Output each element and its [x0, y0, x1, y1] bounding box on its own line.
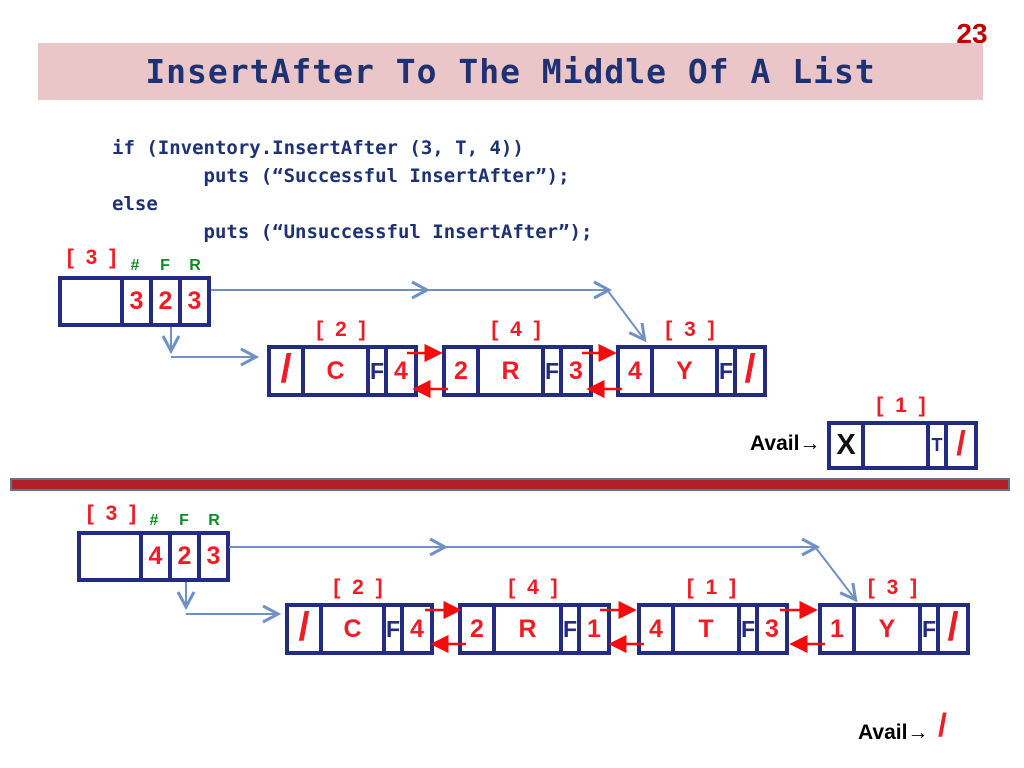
- after-node2-index-label: [ 2 ]: [333, 576, 386, 599]
- after-node2: / C F 4: [285, 603, 434, 655]
- data-cell: Y: [852, 607, 918, 651]
- header-count-cell: 3: [120, 280, 149, 323]
- before-node3: 4 Y F /: [616, 345, 767, 397]
- column-front-label: F: [179, 512, 189, 529]
- next-pointer-cell: 3: [559, 349, 589, 393]
- slide-title: InsertAfter To The Middle Of A List: [145, 52, 876, 91]
- flag-cell: F: [541, 349, 559, 393]
- column-rear-label: R: [189, 257, 201, 274]
- data-cell: C: [301, 349, 366, 393]
- flag-cell: F: [715, 349, 733, 393]
- column-count-label: #: [149, 512, 159, 529]
- flag-cell: F: [559, 607, 577, 651]
- next-pointer-cell: 3: [755, 607, 785, 651]
- before-avail-index-label: [ 1 ]: [876, 394, 929, 417]
- before-avail-node: X T /: [827, 421, 978, 470]
- next-pointer-cell: 4: [384, 349, 414, 393]
- header-count-cell: 4: [139, 535, 168, 578]
- section-divider: [10, 478, 1010, 491]
- before-node3-index-label: [ 3 ]: [665, 318, 718, 341]
- title-banner: InsertAfter To The Middle Of A List: [38, 43, 983, 100]
- header-empty-cell: [62, 280, 120, 323]
- deleted-data-cell: X: [836, 429, 856, 461]
- after-node1: 4 T F 3: [637, 603, 789, 655]
- flag-cell: F: [737, 607, 755, 651]
- back-pointer-cell: 1: [830, 614, 844, 643]
- header-rear-cell: 3: [197, 535, 226, 578]
- before-header-columns: # F R: [120, 257, 210, 275]
- flag-cell: F: [382, 607, 400, 651]
- next-pointer-cell: 1: [577, 607, 607, 651]
- before-header-node: 3 2 3: [58, 276, 211, 327]
- back-pointer-cell: 2: [454, 356, 468, 385]
- data-cell: R: [492, 607, 559, 651]
- after-node3-index-label: [ 3 ]: [867, 576, 921, 599]
- header-front-cell: 2: [149, 280, 178, 323]
- before-avail-label: Avail→: [750, 432, 821, 455]
- code-line: puts (“Unsuccessful InsertAfter”);: [112, 221, 593, 243]
- after-avail-label: Avail→: [858, 721, 929, 744]
- after-header-columns: # F R: [139, 512, 229, 530]
- null-pointer-cell: /: [733, 349, 763, 393]
- before-node2: / C F 4: [267, 345, 418, 397]
- header-empty-cell: [81, 535, 139, 578]
- null-pointer-cell: /: [936, 607, 966, 651]
- back-pointer-cell: 4: [649, 614, 663, 643]
- column-rear-label: R: [208, 512, 220, 529]
- flag-cell: F: [366, 349, 384, 393]
- back-pointer-cell: /: [298, 607, 310, 649]
- column-front-label: F: [160, 257, 170, 274]
- after-header-index-label: [ 3 ]: [86, 502, 140, 525]
- back-pointer-cell: /: [280, 349, 292, 391]
- null-pointer-cell: /: [944, 425, 974, 466]
- data-cell: T: [671, 607, 737, 651]
- after-node4: 2 R F 1: [458, 603, 611, 655]
- empty-cell: [861, 425, 926, 466]
- data-cell: R: [476, 349, 541, 393]
- after-node4-index-label: [ 4 ]: [508, 576, 561, 599]
- flag-cell: F: [918, 607, 936, 651]
- code-line: if (Inventory.InsertAfter (3, T, 4)): [112, 137, 524, 159]
- data-cell: C: [319, 607, 382, 651]
- before-node4-index-label: [ 4 ]: [491, 318, 544, 341]
- header-front-cell: 2: [168, 535, 197, 578]
- next-pointer-cell: 4: [400, 607, 430, 651]
- back-pointer-cell: 2: [470, 614, 484, 643]
- before-node2-index-label: [ 2 ]: [316, 318, 369, 341]
- code-line: puts (“Successful InsertAfter”);: [112, 165, 570, 187]
- flag-cell: T: [926, 425, 944, 466]
- before-header-index-label: [ 3 ]: [66, 246, 120, 269]
- code-block: if (Inventory.InsertAfter (3, T, 4)) put…: [112, 134, 592, 246]
- column-count-label: #: [130, 257, 140, 274]
- before-node4: 2 R F 3: [442, 345, 593, 397]
- header-rear-cell: 3: [178, 280, 207, 323]
- code-line: else: [112, 193, 158, 215]
- after-node3: 1 Y F /: [818, 603, 970, 655]
- after-avail-null-slash: /: [938, 707, 947, 743]
- data-cell: Y: [650, 349, 715, 393]
- back-pointer-cell: 4: [628, 356, 642, 385]
- after-node1-index-label: [ 1 ]: [686, 576, 740, 599]
- after-header-node: 4 2 3: [77, 531, 230, 582]
